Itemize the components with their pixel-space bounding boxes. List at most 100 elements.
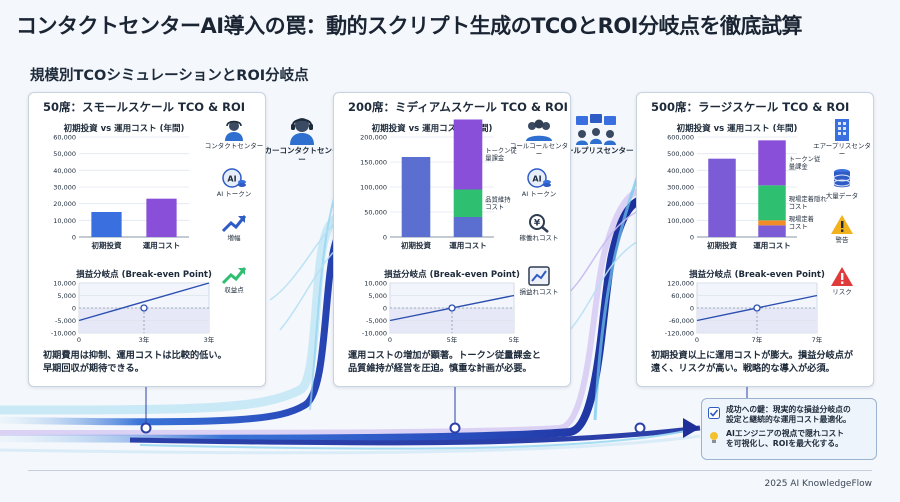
- x-tick-label: 7年: [752, 335, 763, 344]
- y-tick-label: 100,000: [667, 217, 694, 225]
- building-icon: [835, 119, 849, 141]
- icon-item: 大量データ: [811, 167, 873, 200]
- chart-title: 損益分岐点 (Break-even Point): [384, 269, 520, 280]
- panel-1-charts: 初期投資 vs 運用コスト (年間)010,00020,00030,00040,…: [51, 123, 215, 344]
- call-center-label: カーコンタクトセンター: [264, 146, 340, 164]
- chart-title: 損益分岐点 (Break-even Point): [689, 269, 825, 280]
- icon-item: エアープリスセンター: [811, 117, 873, 158]
- y-tick-label: 40,000: [53, 167, 76, 175]
- x-category-label: 初期投資: [707, 240, 737, 250]
- break-even-point: [140, 304, 148, 312]
- svg-text:AI: AI: [532, 175, 541, 184]
- panel-medium-scale: 200席：ミディアムスケール TCO & ROI 初期投資 vs 運用コスト (…: [333, 92, 571, 387]
- y-tick-label: 0: [383, 305, 387, 313]
- break-even-point: [753, 304, 761, 312]
- bar-segment: [758, 220, 786, 226]
- callout-text: 設定と継続的な運用コスト最適化。: [726, 415, 851, 424]
- panel-title: 50席：スモールスケール TCO & ROI: [43, 100, 246, 114]
- headset-agent-icon: [225, 120, 243, 141]
- chart-title: 損益分岐点 (Break-even Point): [76, 269, 212, 280]
- icon-item: コールコールセンター: [508, 117, 570, 158]
- bar-segment: [91, 212, 122, 237]
- icon-label: AI トークン: [216, 190, 252, 198]
- footer-divider: [28, 470, 872, 471]
- y-tick-label: 120,000: [667, 280, 694, 288]
- y-tick-label: 50,000: [53, 150, 76, 158]
- icon-item: コンタクトセンター: [203, 117, 265, 150]
- milestone-markers: [140, 387, 748, 434]
- y-tick-label: -5,000: [55, 317, 76, 325]
- icon-item: リスク: [811, 265, 873, 296]
- y-tick-label: 5,000: [368, 292, 387, 300]
- y-tick-label: -10,000: [51, 330, 76, 338]
- callout-text: AIエンジニアの視点で隠れコスト: [726, 429, 845, 438]
- bar-series-label: 量課金: [789, 161, 809, 170]
- enterprise-float: エールプリスセンター: [556, 112, 636, 155]
- call-center-icon: [290, 118, 314, 145]
- y-tick-label: 400,000: [667, 167, 694, 175]
- panel-desc-line: 品質維持が経営を圧迫。慎重な計画が必要。: [348, 363, 532, 374]
- icon-label: コールコールセンター: [509, 142, 569, 158]
- panel-2-charts: 初期投資 vs 運用コスト (年間)050,000100,000150,0002…: [360, 119, 520, 344]
- y-tick-label: -60,000: [669, 317, 694, 325]
- chart-title: 初期投資 vs 運用コスト (年間): [372, 123, 493, 134]
- x-tick-label: 7年: [812, 335, 823, 344]
- bar-series-label: 現場定着: [789, 214, 814, 223]
- y-tick-label: -120,000: [665, 330, 694, 338]
- y-tick-label: 0: [383, 234, 387, 242]
- bar-series-label: トークン従: [789, 154, 821, 163]
- bar-series-label: コスト: [485, 203, 504, 211]
- chart-title: 初期投資 vs 運用コスト (年間): [677, 123, 798, 134]
- y-tick-label: 30,000: [53, 184, 76, 192]
- bar-segment: [708, 158, 736, 237]
- y-tick-label: 60,000: [53, 134, 76, 142]
- panel-small-scale: 50席：スモールスケール TCO & ROI 初期投資 vs 運用コスト (年間…: [28, 92, 266, 387]
- icon-label: 増幅: [227, 234, 241, 242]
- profit-arrow-icon: [221, 267, 247, 285]
- cumulative-line: [78, 282, 210, 322]
- enterprise-label: エールプリスセンター: [558, 146, 634, 155]
- svg-text:¥: ¥: [534, 219, 541, 229]
- y-tick-label: 50,000: [364, 209, 387, 217]
- bar-segment: [453, 189, 483, 217]
- database-icon: [833, 169, 851, 188]
- panel-title: 200席：ミディアムスケール TCO & ROI: [348, 100, 568, 114]
- icon-label: 収益点: [224, 286, 244, 294]
- bar-series-label: コスト: [789, 202, 808, 210]
- enterprise-icon: [576, 114, 616, 145]
- chart-title: 初期投資 vs 運用コスト (年間): [64, 123, 185, 134]
- bar-segment: [401, 157, 431, 237]
- bar-series-label: 現場定着隠れ: [789, 194, 827, 203]
- callout-row: 成功への鍵：現実的な損益分岐点の 設定と継続的な運用コスト最適化。: [708, 405, 874, 427]
- y-tick-label: 600,000: [667, 134, 694, 142]
- lightbulb-icon: [710, 432, 718, 443]
- icon-item: AI AI トークン: [203, 167, 265, 198]
- icon-item: 損益れコスト: [508, 265, 570, 296]
- ai-token-icon: AI: [222, 168, 246, 188]
- y-tick-label: 0: [72, 305, 76, 313]
- x-tick-label: 0: [695, 336, 699, 344]
- icon-label: AI トークン: [521, 190, 557, 198]
- y-tick-label: 200,000: [360, 134, 387, 142]
- bar-segment: [146, 198, 177, 237]
- main-title: コンタクトセンターAI導入の罠：動的スクリプト生成のTCOとROI分岐点を徹底試…: [16, 14, 803, 38]
- bar-series-label: トークン従: [485, 146, 517, 155]
- panel-desc-line: 運用コストの増加が顕著。トークン従量課金と: [348, 350, 541, 361]
- icon-label: 大量データ: [825, 192, 859, 200]
- y-tick-label: -5,000: [366, 317, 387, 325]
- x-category-label: 初期投資: [401, 240, 431, 250]
- call-center-float: カーコンタクトセンター: [262, 112, 342, 164]
- panel-title: 500席：ラージスケール TCO & ROI: [651, 100, 850, 114]
- warning-icon: [831, 215, 853, 234]
- bar-segment: [758, 225, 786, 237]
- callout-text: 成功への鍵：現実的な損益分岐点の: [726, 405, 851, 414]
- bar-segment: [453, 119, 483, 190]
- y-tick-label: 60,000: [671, 292, 694, 300]
- break-even-point: [448, 304, 456, 312]
- footer-credit: 2025 AI KnowledgeFlow: [764, 479, 872, 489]
- icon-item: 警告: [811, 213, 873, 244]
- checkbox-icon: [708, 407, 720, 419]
- x-category-label: 運用コスト: [449, 240, 487, 250]
- ai-token-icon: AI: [527, 168, 551, 188]
